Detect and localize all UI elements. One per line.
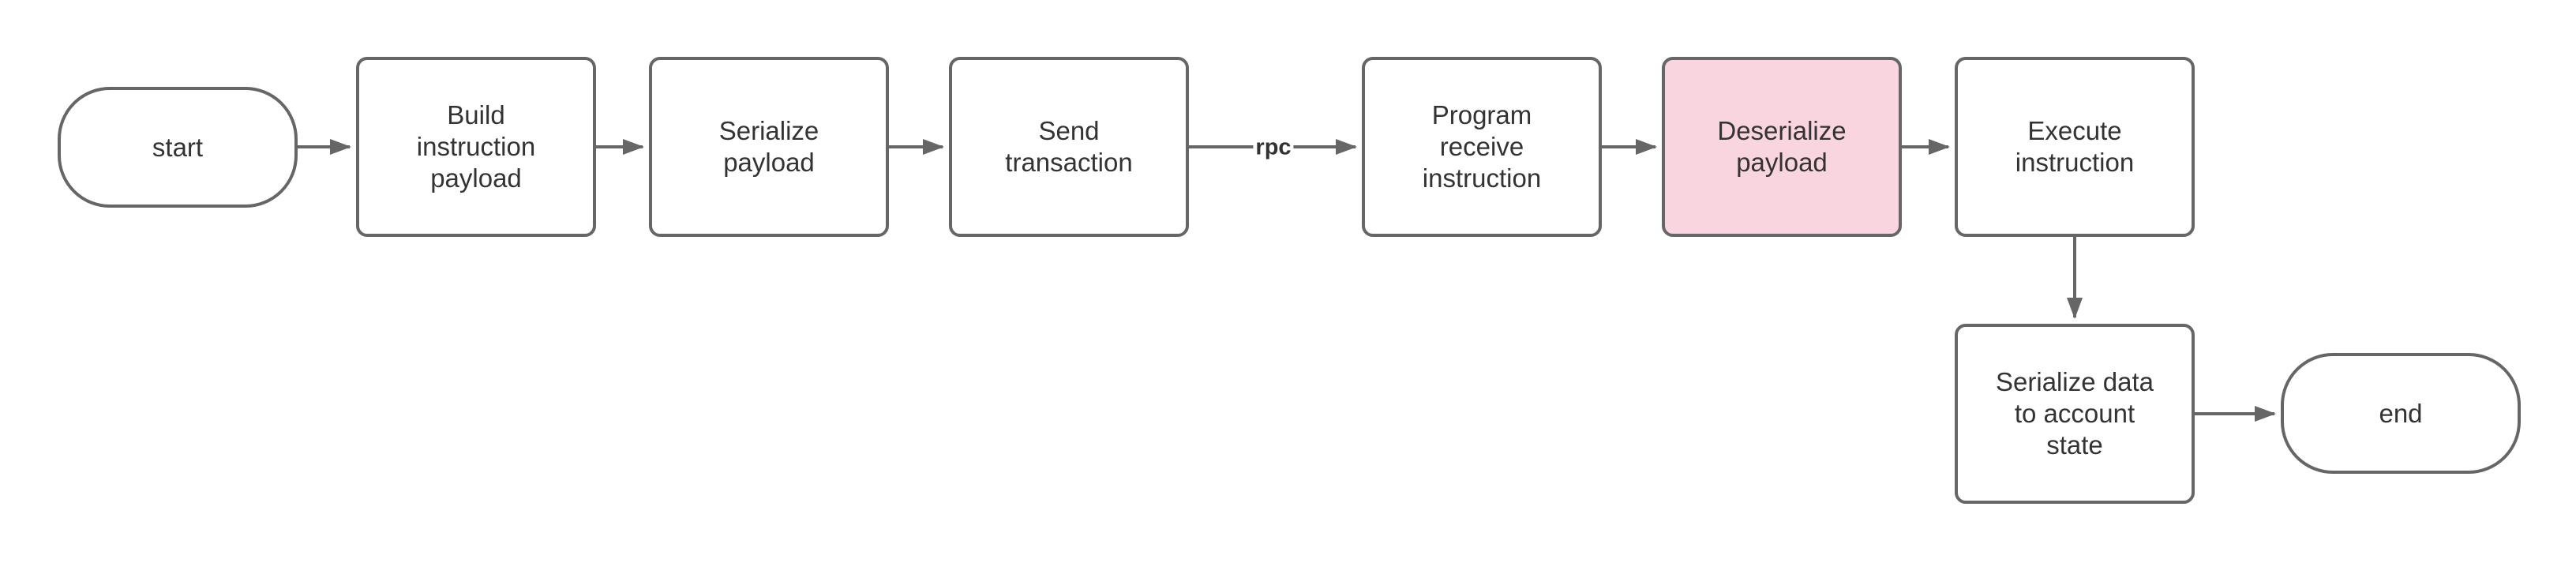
node-serialize-payload: Serialize payload <box>649 57 889 237</box>
node-send-transaction-label: Send transaction <box>1005 116 1133 177</box>
node-end: end <box>2281 353 2521 474</box>
node-program-receive-instruction-label: Program receive instruction <box>1422 100 1542 193</box>
node-serialize-data-to-account-state-label: Serialize data to account state <box>1996 367 2154 460</box>
node-execute-instruction-label: Execute instruction <box>2015 116 2135 177</box>
node-serialize-payload-label: Serialize payload <box>718 116 819 177</box>
node-start: start <box>58 87 298 208</box>
node-start-label: start <box>152 132 204 162</box>
node-send-transaction: Send transaction <box>949 57 1189 237</box>
node-program-receive-instruction: Program receive instruction <box>1362 57 1602 237</box>
edge-label-rpc: rpc <box>1253 134 1294 161</box>
node-deserialize-payload: Deserialize payload <box>1662 57 1902 237</box>
node-deserialize-payload-label: Deserialize payload <box>1717 116 1847 177</box>
node-end-label: end <box>2379 398 2423 428</box>
node-execute-instruction: Execute instruction <box>1955 57 2195 237</box>
node-build-instruction-payload-label: Build instruction payload <box>416 100 536 193</box>
node-serialize-data-to-account-state: Serialize data to account state <box>1955 324 2195 504</box>
node-build-instruction-payload: Build instruction payload <box>356 57 596 237</box>
